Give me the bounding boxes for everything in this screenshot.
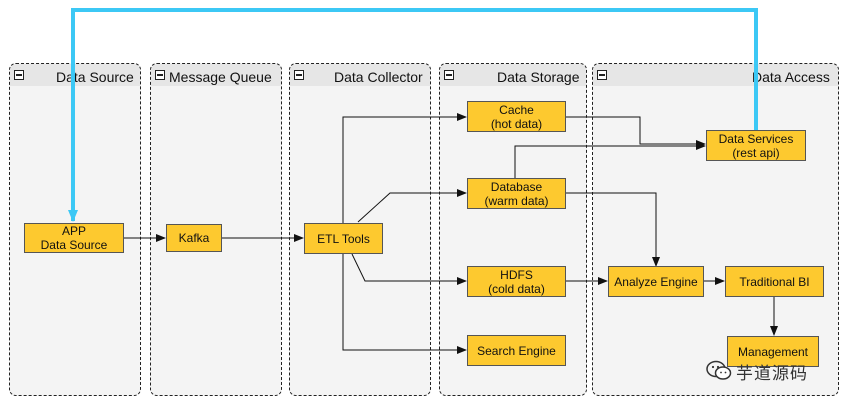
watermark-text: 芋道源码 [736,363,808,383]
collapse-icon[interactable] [14,70,24,80]
lane-data-collector: Data Collector [289,63,431,396]
lane-header [290,64,430,86]
lane-title-message-queue: Message Queue [169,69,272,85]
collapse-icon[interactable] [597,70,607,80]
lane-title-data-source: Data Source [56,69,134,85]
node-traditional-bi[interactable]: Traditional BI [725,266,824,297]
node-app-data-source[interactable]: APP Data Source [24,223,124,253]
node-etl-tools[interactable]: ETL Tools [304,223,383,254]
edge-database-to-services [514,142,706,178]
collapse-icon[interactable] [294,70,304,80]
edge-cache-to-services [566,116,706,148]
edge-etl-to-cache [342,113,467,223]
lane-header [593,64,838,86]
node-cache[interactable]: Cache (hot data) [467,101,566,132]
lane-header [151,64,281,86]
wechat-icon [706,360,732,380]
lane-title-data-storage: Data Storage [497,69,580,85]
edge-database-to-analyze [566,192,660,267]
node-hdfs[interactable]: HDFS (cold data) [467,266,566,297]
edge-etl-to-database [357,189,467,223]
lane-header [440,64,586,86]
node-database[interactable]: Database (warm data) [467,178,566,209]
edge-services-to-app-feedback [68,8,758,222]
lane-data-access: Data Access [592,63,839,396]
node-search-engine[interactable]: Search Engine [467,335,566,366]
lane-title-data-collector: Data Collector [334,69,423,85]
collapse-icon[interactable] [444,70,454,80]
lane-title-data-access: Data Access [752,69,830,85]
collapse-icon[interactable] [155,70,165,80]
node-analyze-engine[interactable]: Analyze Engine [608,266,704,297]
edge-etl-to-hdfs [351,253,467,285]
node-data-services[interactable]: Data Services (rest api) [706,130,806,161]
node-kafka[interactable]: Kafka [166,224,222,252]
node-management[interactable]: Management [727,336,819,367]
watermark: 芋道源码 [706,358,822,384]
edge-etl-to-search [342,254,467,354]
